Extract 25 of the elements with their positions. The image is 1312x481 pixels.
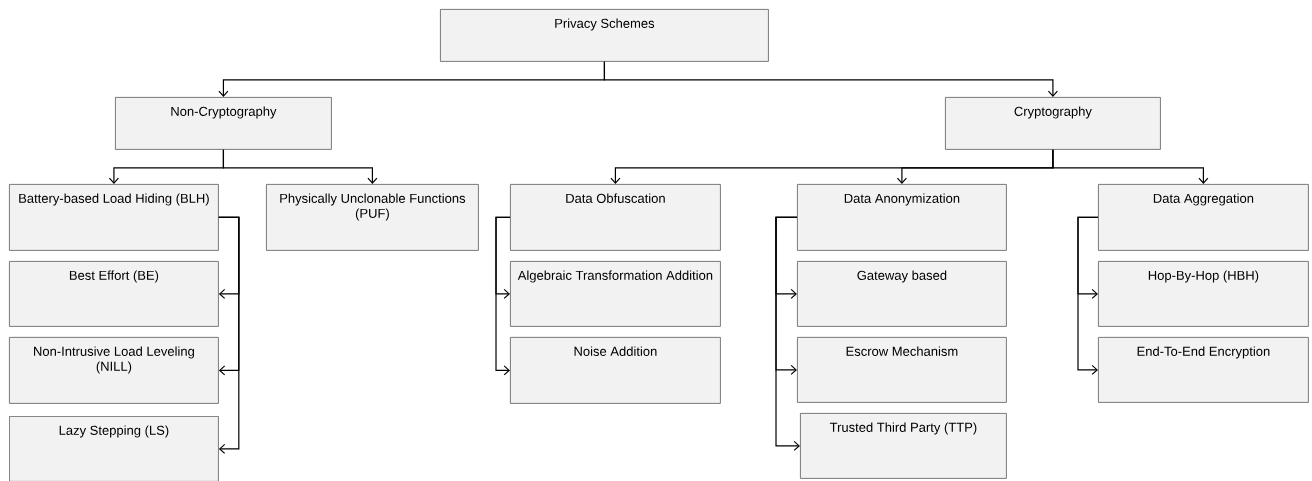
category-box: Noise Addition [510, 337, 721, 404]
category-box: Hop-By-Hop (HBH) [1098, 261, 1309, 327]
category-box: Gateway based [797, 261, 1007, 327]
category-box: End-To-End Encryption [1098, 337, 1309, 403]
category-box: Best Effort (BE) [9, 261, 219, 327]
arrow [218, 216, 240, 454]
category-box: Battery-based Load Hiding (BLH) [9, 184, 219, 251]
arrow [495, 216, 511, 376]
category-box: Data Anonymization [797, 184, 1007, 251]
category-box: Non-Intrusive Load Leveling (NILL) [9, 337, 219, 404]
arrow [603, 61, 1058, 97]
category-box: Data Obfuscation [510, 184, 721, 251]
category-box: Privacy Schemes [440, 9, 769, 62]
arrow [775, 216, 800, 451]
category-box: Cryptography [945, 97, 1161, 150]
category-box: Data Aggregation [1098, 184, 1309, 251]
category-box: Algebraic Transformation Addition [510, 261, 721, 327]
arrow [1052, 149, 1209, 184]
category-box: Physically Unclonable Functions (PUF) [266, 184, 479, 251]
arrow [1077, 216, 1099, 375]
category-box: Non-Cryptography [115, 97, 332, 150]
category-box: Trusted Third Party (TTP) [800, 413, 1007, 479]
category-box: Escrow Mechanism [797, 337, 1007, 403]
category-box: Lazy Stepping (LS) [9, 416, 219, 481]
arrow [222, 149, 378, 184]
